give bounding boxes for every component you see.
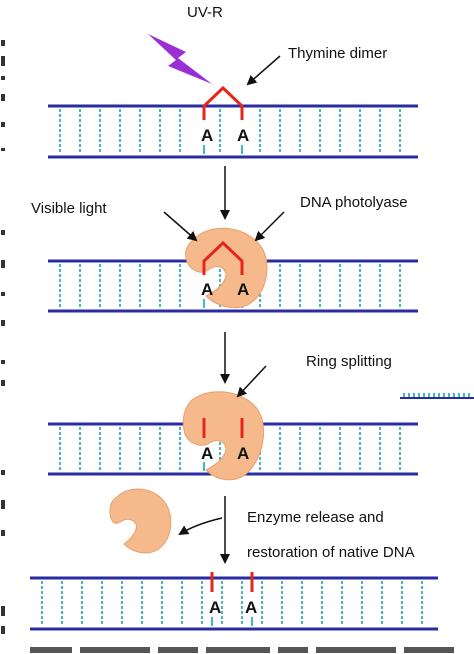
base-a-1-right: A: [237, 126, 250, 145]
cropped-caption-text: [30, 644, 470, 654]
pointer-arrows: [163, 55, 285, 536]
visible-light-label: Visible light: [31, 200, 107, 217]
photolyase-enzyme-bound-1: [185, 227, 268, 309]
photolyase-pointer: [254, 211, 285, 242]
dna-duplex-1: [48, 104, 418, 159]
base-a-1-left: A: [201, 126, 214, 145]
base-a-4-left: A: [209, 598, 222, 617]
dna-duplexes: [30, 104, 438, 631]
thymine-dimer-pointer: [246, 55, 281, 86]
thymine-dimer: [202, 240, 244, 275]
photolyase-enzyme-released: [109, 488, 172, 554]
dna-photolyase-label: DNA photolyase: [300, 194, 408, 211]
separated-bases: [202, 418, 244, 438]
thymine-dimer-label: Thymine dimer: [288, 45, 388, 62]
base-a-2-left: A: [201, 280, 214, 299]
base-a-3-right: A: [237, 444, 250, 463]
dna-duplex-4: [30, 576, 438, 631]
thymine-dimer: [202, 85, 244, 120]
visible-light-pointer: [163, 211, 198, 242]
photolyase-enzyme-bound-2: [182, 391, 264, 481]
ring-splitting-label: Ring splitting: [306, 353, 392, 370]
base-a-4-right: A: [245, 598, 258, 617]
separated-bases: [210, 572, 254, 592]
enzyme-release-label-line1: Enzyme release and: [247, 509, 384, 526]
cropped-margin-text: [0, 30, 7, 634]
base-a-2-right: A: [237, 280, 250, 299]
thymine-dimers: [202, 85, 254, 592]
enzyme-release-label-line2: restoration of native DNA: [247, 544, 415, 561]
ring-splitting-pointer: [236, 365, 267, 398]
base-a-3-left: A: [201, 444, 214, 463]
uv-label: UV-R: [187, 4, 223, 21]
clipped-dna-fragment: [400, 393, 474, 399]
enzyme-release-pointer: [178, 517, 223, 536]
uv-lightning-bolt-icon: [148, 34, 212, 84]
